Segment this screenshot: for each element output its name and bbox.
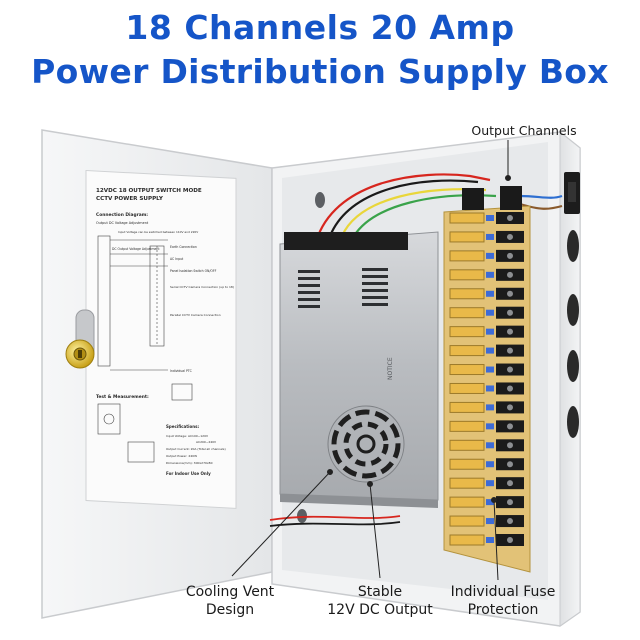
fuse-indicator [486,215,494,221]
terminal-screw [507,499,513,506]
terminal-screw [507,309,513,316]
fuse-holder [449,401,485,413]
fuse-holder [449,420,485,432]
fuse-indicator [486,537,494,543]
label-spec-input: Input Voltage: AC100~120V [166,434,209,438]
headline-line-2: Power Distribution Supply Box [31,52,609,91]
callout-fuse-protection-line-2: Protection [467,602,539,618]
terminal-screw [507,423,513,430]
power-supply-unit: NOTICE [279,231,439,508]
terminal-screw [507,215,513,221]
callout-fuse-protection: Individual Fuse Protection [428,583,578,619]
headline-line-1: 18 Channels 20 Amp [125,8,515,47]
fuse-holder [449,269,485,281]
label-test-heading: Test & Measurement: [96,394,149,400]
fuse-indicator [486,309,494,316]
fuse-holder [449,382,485,394]
label-ac-input: AC Input [170,257,184,261]
fuse-holder [449,326,485,338]
terminal-screw [507,347,513,354]
label-dc-output: DC Output Voltage Adjustment [112,247,160,251]
label-input-voltage-note: Input Voltage can be switched between 11… [118,230,198,234]
terminal-screw [507,233,513,240]
label-serial-cctv: Serial CCTV Camera Connection (up to 18) [170,285,234,289]
fuse-indicator [486,385,494,392]
label-spec-power: Output Power: 240W [166,454,197,458]
fuse-indicator [486,252,494,259]
fuse-holder [449,288,485,300]
callout-stable-output-line-2: 12V DC Output [327,602,433,618]
label-ptc: Individual PTC [170,369,192,373]
label-spec-input-2: AC200~240V [196,440,217,444]
fuse-holder [449,231,485,243]
fuse-holder [449,250,485,262]
psu-brand-text: NOTICE [387,357,394,380]
fuse-holder [449,212,485,224]
fuse-holder [449,496,485,508]
fuse-indicator [486,499,494,506]
fuse-holder [449,477,485,489]
fuse-indicator [486,366,494,373]
fuse-holder [449,364,485,376]
callout-stable-output-line-1: Stable [357,584,403,600]
label-connection-heading: Connection Diagram: [96,212,148,218]
terminal-screw [507,480,513,487]
callout-cooling-vent-line-1: Cooling Vent [185,584,275,600]
fuse-indicator [486,442,494,449]
label-title-1: 12VDC 18 OUTPUT SWITCH MODE [96,188,202,194]
fuse-holder [449,345,485,357]
label-spec-dim: Dimensions(mm): 300x270x80 [166,461,213,465]
label-indoor-only: For Indoor Use Only [166,471,211,476]
fuse-distribution-board [443,186,531,573]
label-spec-current: Output Current: 20A (Total all channels) [166,447,226,451]
terminal-screw [507,366,513,373]
terminal-screw [507,328,513,335]
fuse-indicator [486,347,494,354]
fuse-rows [449,212,524,546]
callout-cooling-vent-line-2: Design [205,602,255,618]
callout-stable-output: Stable 12V DC Output [310,583,450,619]
terminal-screw [507,252,513,259]
door-lock [65,309,95,369]
instruction-label-text: 12VDC 18 OUTPUT SWITCH MODE CCTV POWER S… [96,188,234,476]
terminal-screw [507,461,513,468]
wiring-diagram [97,235,193,463]
terminal-screw [507,442,513,449]
fuse-indicator [486,461,494,468]
terminal-screw [507,271,513,278]
callout-cooling-vent: Cooling Vent Design [160,583,300,619]
fuse-indicator [486,518,494,525]
cooling-fan-grille [327,405,405,483]
label-output-adjust: Output DC Voltage Adjustment [96,221,149,225]
label-title-2: CCTV POWER SUPPLY [96,196,164,202]
fuse-indicator [486,480,494,487]
terminal-screw [507,385,513,392]
fuse-holder [449,307,485,319]
fuse-indicator [486,233,494,240]
label-parallel-cctv: Parallel CCTV Camera Connection [170,313,221,317]
fuse-indicator [486,290,494,297]
psu-terminal-strip [284,232,408,250]
fuse-holder [449,439,485,451]
fuse-holder [449,515,485,527]
terminal-screw [507,290,513,297]
fuse-indicator [486,271,494,278]
callout-output-channels: Output Channels [471,123,577,138]
label-earth: Earth Connection [170,245,197,249]
callout-lines [231,140,511,581]
fuse-holder [449,458,485,470]
fuse-indicator [486,328,494,335]
terminal-screw [507,404,513,411]
label-specs-heading: Specifications: [166,424,199,429]
label-panel-isolation: Panel Isolation Switch ON/OFF [170,269,217,273]
fuse-indicator [486,423,494,430]
terminal-screw [507,518,513,525]
main-switch [462,188,484,210]
fuse-indicator [486,404,494,411]
enclosure-door [41,129,282,619]
callout-fuse-protection-line-1: Individual Fuse [450,584,556,600]
fuse-holder [449,534,485,546]
terminal-screw [507,537,513,543]
